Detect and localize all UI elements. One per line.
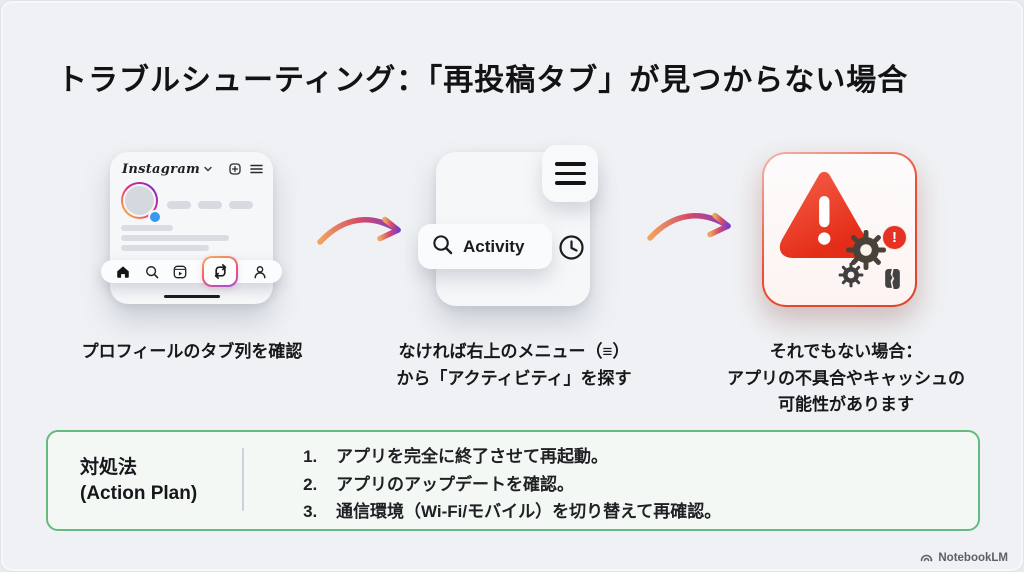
chevron-down-icon (204, 166, 212, 172)
hamburger-bar (554, 171, 586, 176)
step2-caption: なければ右上のメニュー（≡） から「アクティビティ」を探す (378, 339, 650, 392)
step3-caption-line1: それでもない場合： (769, 342, 923, 361)
notebooklm-label: NotebookLM (938, 552, 1008, 564)
profile-stats-placeholder (167, 201, 253, 209)
error-card: ! (762, 152, 917, 307)
step2-caption-line2: から「アクティビティ」を探す (396, 368, 632, 388)
bio-placeholder (121, 225, 229, 251)
verified-badge (148, 210, 162, 224)
search-icon (145, 265, 159, 279)
activity-search-pill: Activity (418, 224, 552, 269)
divider (242, 448, 244, 511)
avatar (121, 182, 158, 219)
alert-badge-mark: ! (892, 229, 897, 246)
step3-caption-line2: アプリの不具合やキャッシュの (727, 368, 965, 388)
alert-badge: ! (882, 225, 907, 250)
reels-icon (173, 265, 187, 279)
footer-brand: NotebookLM (920, 551, 1008, 565)
instagram-profile-card: Instagram (101, 152, 282, 304)
instagram-tab-bar (101, 258, 282, 285)
clock-icon (558, 234, 585, 266)
hamburger-menu-button (542, 145, 598, 202)
activity-label: Activity (463, 236, 525, 256)
repost-icon (212, 263, 229, 280)
instagram-header: Instagram (122, 161, 263, 177)
create-post-icon (229, 163, 241, 175)
page-title: トラブルシューティング：「再投稿タブ」が見つからない場合 (57, 64, 909, 97)
home-indicator (163, 294, 220, 298)
step3-caption: それでもない場合： アプリの不具合やキャッシュの 可能性があります (712, 339, 980, 419)
search-icon (432, 234, 453, 260)
hamburger-bar (554, 162, 586, 166)
action-plan-item: アプリを完全に終了させて再起動。 (322, 443, 721, 471)
step3-caption-line3: 可能性があります (778, 395, 914, 414)
home-icon (116, 265, 130, 279)
menu-card: Activity (418, 145, 598, 306)
gear-icon (845, 229, 887, 276)
step1-caption: プロフィールのタブ列を確認 (62, 339, 322, 366)
action-plan-title-en: (Action Plan) (80, 482, 198, 504)
flow-arrow-1 (317, 216, 401, 245)
instagram-logo: Instagram (122, 161, 201, 177)
hamburger-bar (554, 181, 586, 185)
menu-icon (250, 164, 263, 174)
action-plan-box: 対処法 (Action Plan) アプリを完全に終了させて再起動。 アプリのア… (46, 430, 980, 531)
notebooklm-icon (920, 551, 933, 565)
small-gear-icon (838, 262, 864, 293)
action-plan-item: アプリのアップデートを確認。 (322, 471, 721, 499)
action-plan-title: 対処法 (Action Plan) (80, 455, 197, 507)
flow-arrow-2 (647, 212, 731, 241)
action-plan-item: 通信環境（Wi-Fi/モバイル）を切り替えて再確認。 (322, 498, 721, 526)
action-plan-title-ja: 対処法 (80, 456, 138, 478)
profile-icon (253, 265, 267, 279)
step2-caption-line1: なければ右上のメニュー（≡） (398, 342, 630, 361)
action-plan-list: アプリを完全に終了させて再起動。 アプリのアップデートを確認。 通信環境（Wi-… (296, 443, 721, 526)
broken-file-icon (883, 268, 902, 295)
repost-tab-highlight (202, 256, 238, 287)
step1-caption-line: プロフィールのタブ列を確認 (81, 342, 303, 361)
gear-cluster: ! (829, 225, 909, 295)
